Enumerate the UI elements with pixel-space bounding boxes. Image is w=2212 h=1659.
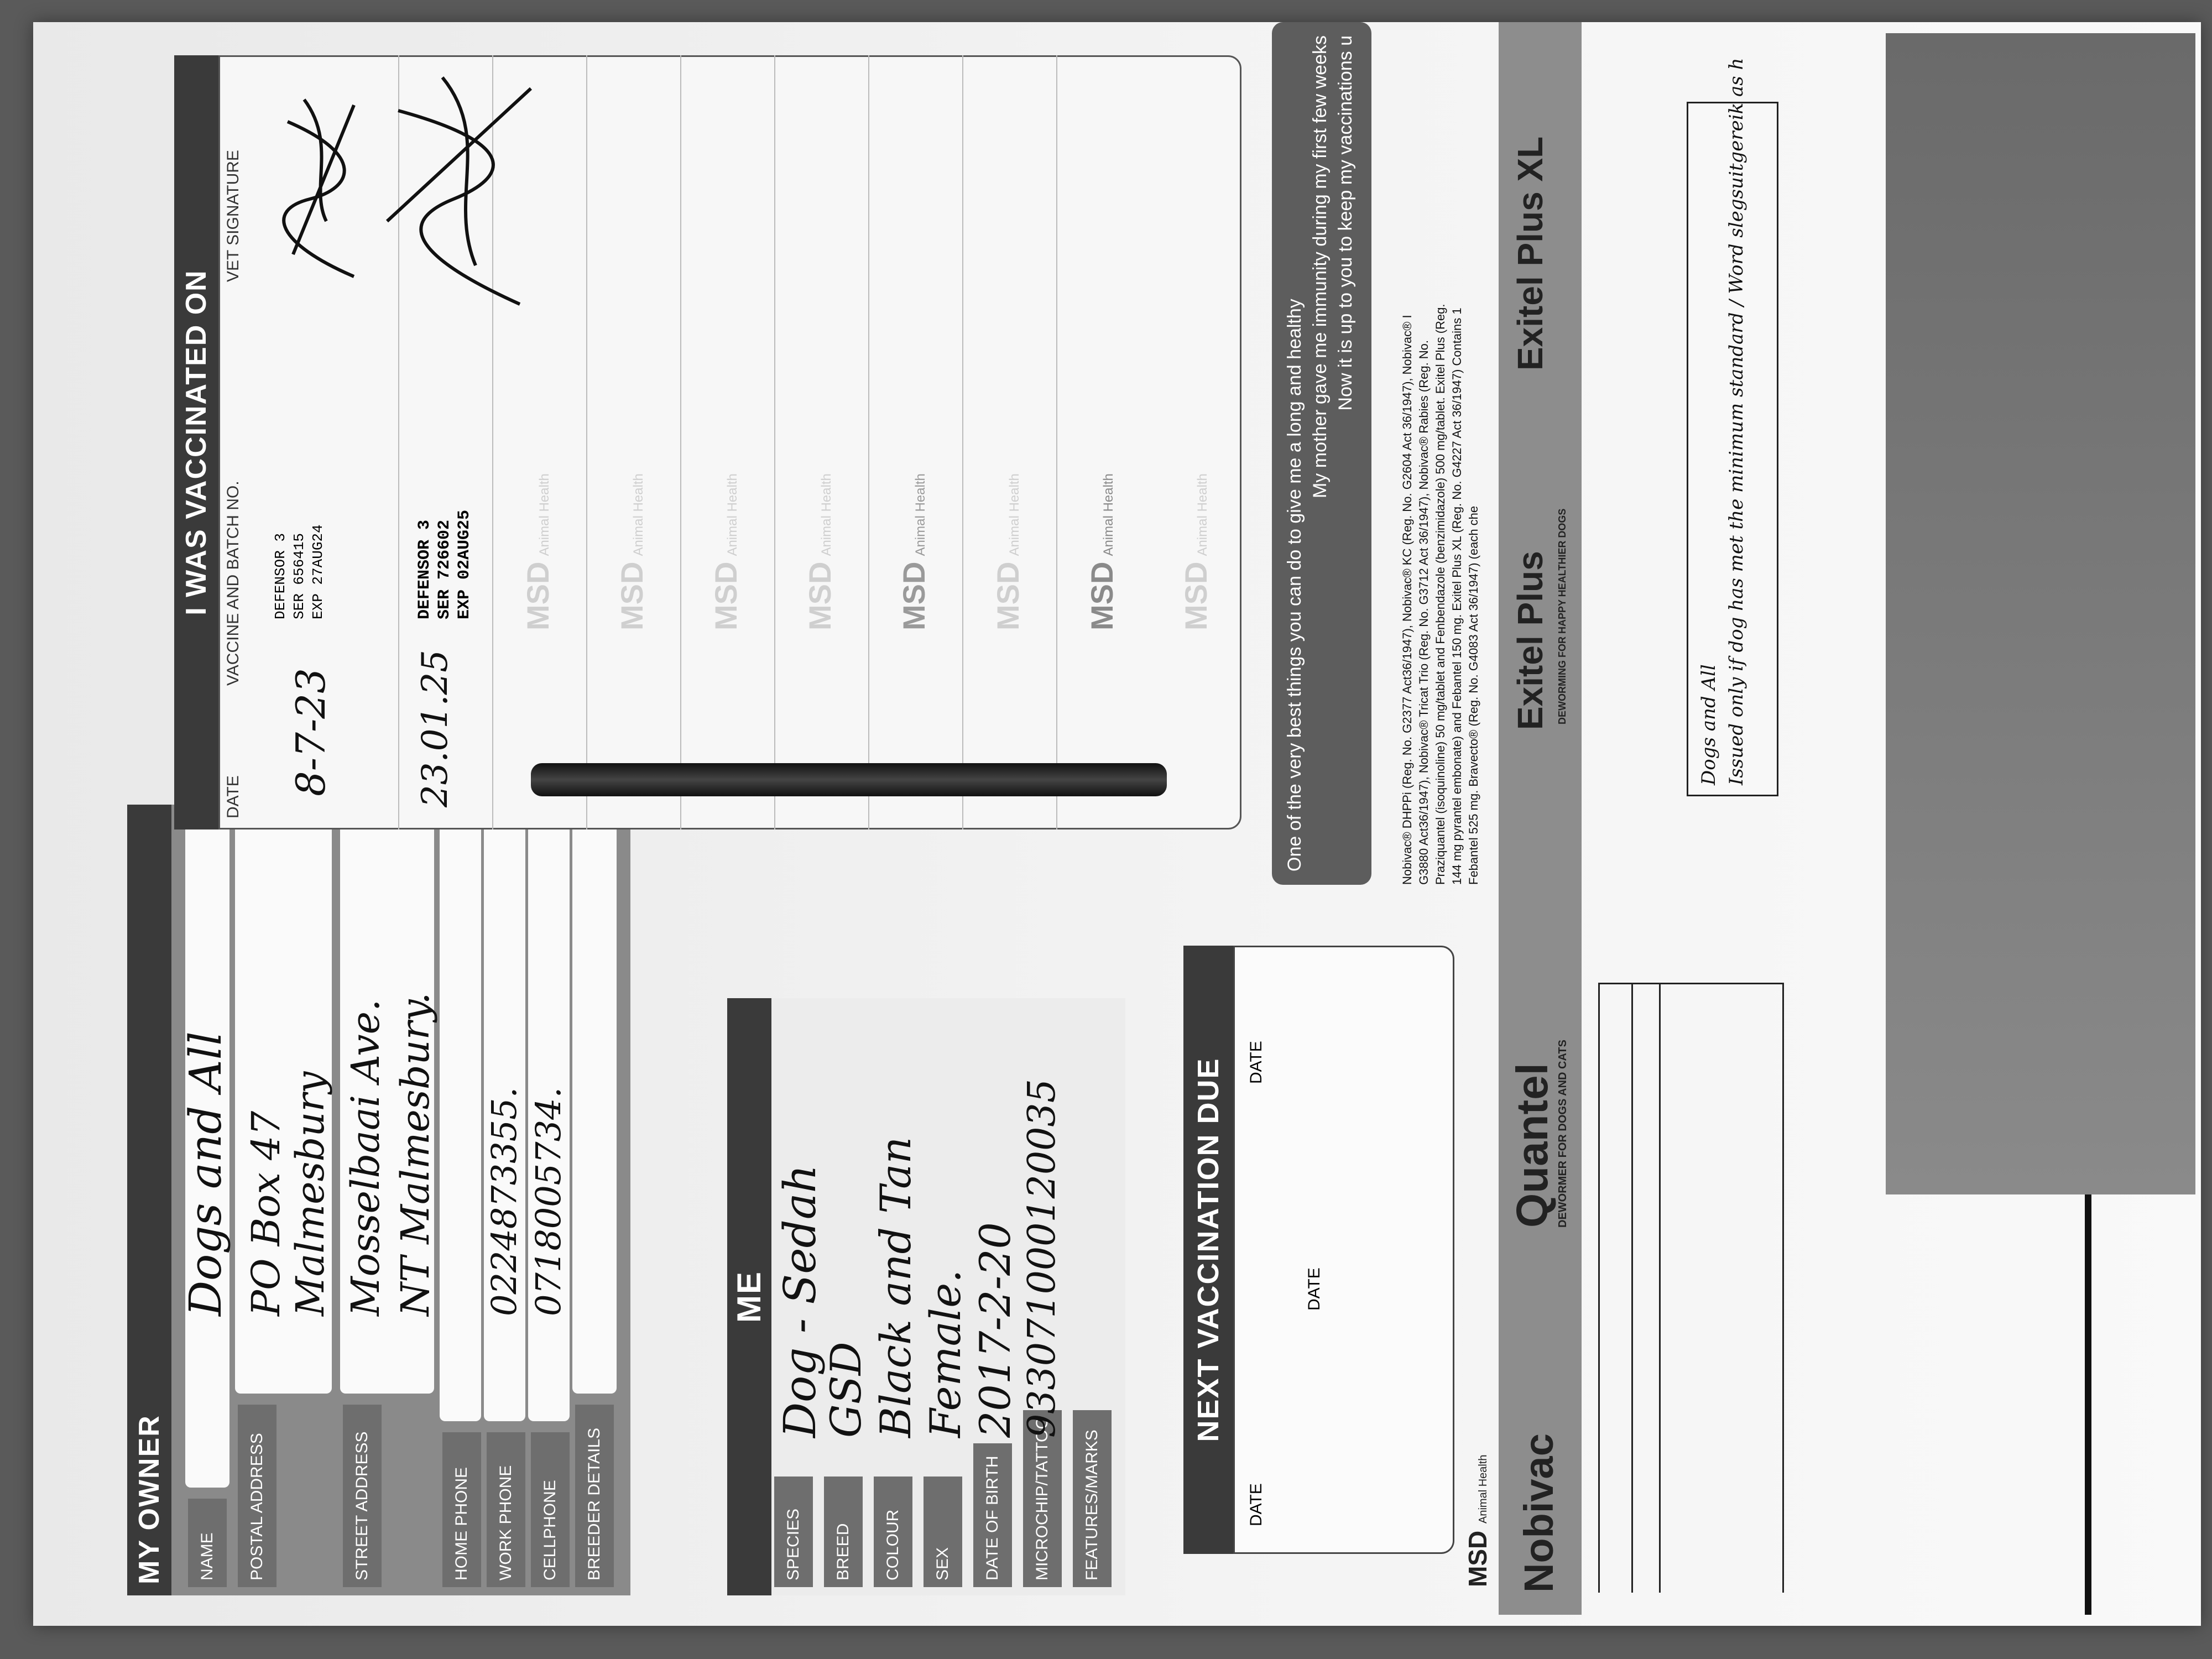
owner-label-street: STREET ADDRESS bbox=[343, 1405, 382, 1587]
note-line-1: One of the very best things you can do t… bbox=[1284, 299, 1305, 872]
scanner-shadow bbox=[1886, 33, 2195, 1194]
vacc-row-divider bbox=[680, 55, 681, 830]
me-species-value: Dog - Sedah bbox=[774, 1165, 826, 1438]
fine-print-line: 144 mg pyrantel embonate) and Febantel 1… bbox=[1450, 307, 1464, 885]
owner-field-home-phone bbox=[440, 824, 481, 1421]
fine-print-line: Praziquantel (isoquinoline) 50 mg/tablet… bbox=[1433, 304, 1447, 885]
scanned-page: MY OWNER NAME POSTAL ADDRESS STREET ADDR… bbox=[33, 22, 2201, 1626]
form-grid-line bbox=[1659, 984, 1661, 1593]
owner-street-line2: NT Malmesbury. bbox=[393, 992, 438, 1316]
vacc-row-divider bbox=[868, 55, 869, 830]
msd-stamp: MSDAnimal Health bbox=[614, 473, 649, 630]
note-line-3: Now it is up to you to keep my vaccinati… bbox=[1335, 35, 1356, 411]
stamp-line-2: Issued only if dog has met the minimum s… bbox=[1725, 58, 1747, 785]
fine-print-line: Nobivac® DHPPi (Reg. No. G2377 Act36/194… bbox=[1400, 315, 1414, 885]
msd-stamp: MSDAnimal Health bbox=[708, 473, 743, 630]
next-due-date-label-mid: DATE bbox=[1305, 1267, 1323, 1311]
col-signature-label: VET SIGNATURE bbox=[224, 150, 242, 282]
me-label-breed: BREED bbox=[824, 1477, 863, 1587]
vaccinated-header: I WAS VACCINATED ON bbox=[174, 55, 218, 830]
msd-stamp: MSDAnimal Health bbox=[520, 473, 555, 630]
vet-signature-2 bbox=[385, 76, 533, 306]
owner-label-name: NAME bbox=[188, 1499, 227, 1587]
vacc-row-divider bbox=[1056, 55, 1057, 830]
col-date-label: DATE bbox=[224, 775, 242, 818]
vacc-row2-batch: SER 726602 bbox=[435, 519, 454, 619]
vacc-row2-date: 23.01.25 bbox=[415, 650, 456, 807]
fine-print: Nobivac® DHPPi (Reg. No. G2377 Act36/194… bbox=[1399, 22, 1482, 885]
me-label-colour: COLOUR bbox=[874, 1477, 912, 1587]
vacc-row2-name: DEFENSOR 3 bbox=[415, 519, 434, 619]
owner-label-breeder: BREEDER DETAILS bbox=[575, 1405, 614, 1587]
exitel-tagline: DEWORMING FOR HAPPY HEALTHIER DOGS bbox=[1557, 508, 1568, 724]
vacc-row1-date: 8-7-23 bbox=[288, 668, 334, 796]
msd-logo: MSD Animal Health bbox=[1463, 1454, 1492, 1587]
next-due-header: NEXT VACCINATION DUE bbox=[1183, 946, 1233, 1554]
me-sex-value: Female. bbox=[921, 1269, 970, 1438]
form-grid-line bbox=[1631, 984, 1633, 1593]
nobivac-logo: Nobivac bbox=[1516, 1433, 1562, 1593]
vacc-row1-vaccine: DEFENSOR 3 SER 656415 EXP 27AUG24 bbox=[271, 524, 327, 619]
exitel-plus-xl-logo: Exitel Plus XL bbox=[1510, 136, 1550, 371]
vacc-row2-exp: EXP 02AUG25 bbox=[455, 509, 474, 619]
me-colour-value: Black and Tan bbox=[871, 1136, 920, 1438]
my-owner-header: MY OWNER bbox=[127, 805, 171, 1595]
info-note: One of the very best things you can do t… bbox=[1272, 22, 1371, 885]
owner-label-home-phone: HOME PHONE bbox=[442, 1432, 481, 1587]
vacc-row-divider bbox=[962, 55, 963, 830]
fine-print-line: G3880 Act36/1947), Nobivac® Tricat Trio … bbox=[1417, 340, 1431, 885]
me-header: ME bbox=[727, 998, 771, 1595]
next-due-date-label-right: DATE bbox=[1247, 1041, 1265, 1084]
vacc-row1-exp: EXP 27AUG24 bbox=[310, 524, 326, 619]
me-microchip-value: 933071000120035 bbox=[1020, 1079, 1064, 1438]
msd-stamp: MSDAnimal Health bbox=[1084, 473, 1119, 630]
vaccination-card: MY OWNER NAME POSTAL ADDRESS STREET ADDR… bbox=[33, 22, 2201, 1626]
quantel-tagline: DEWORMER FOR DOGS AND CATS bbox=[1557, 1040, 1569, 1228]
owner-label-cellphone: CELLPHONE bbox=[531, 1432, 570, 1587]
stamp-line-1: Dogs and All bbox=[1698, 664, 1720, 785]
vacc-row2-vaccine: DEFENSOR 3 SER 726602 EXP 02AUG25 bbox=[415, 510, 474, 619]
me-label-sex: SEX bbox=[924, 1477, 962, 1587]
owner-field-breeder bbox=[572, 824, 617, 1394]
vacc-row-divider bbox=[774, 55, 775, 830]
vacc-row-divider bbox=[586, 55, 587, 830]
owner-work-phone-value: 0224873355. bbox=[484, 1087, 524, 1316]
me-label-dob: DATE OF BIRTH bbox=[973, 1443, 1012, 1587]
exitel-plus-logo: Exitel Plus bbox=[1510, 551, 1550, 730]
owner-postal-line2: Malmesbury bbox=[288, 1071, 333, 1316]
note-line-2: My mother gave me immunity during my fir… bbox=[1310, 35, 1331, 499]
msd-stamp: MSDAnimal Health bbox=[896, 473, 931, 630]
form-grid bbox=[1598, 983, 1784, 1593]
vacc-row1-batch: SER 656415 bbox=[291, 533, 307, 619]
pen bbox=[531, 763, 1167, 796]
owner-street-line1: Mosselbaai Ave. bbox=[343, 999, 388, 1316]
me-label-species: SPECIES bbox=[774, 1477, 813, 1587]
vet-signature-1 bbox=[282, 98, 356, 278]
me-dob-value: 2017-2-20 bbox=[971, 1222, 1020, 1438]
owner-label-postal: POSTAL ADDRESS bbox=[238, 1405, 276, 1587]
fine-print-line: Febantel 525 mg. Bravecto® (Reg. No. G40… bbox=[1467, 505, 1480, 885]
next-due-panel bbox=[1233, 946, 1454, 1554]
owner-label-work-phone: WORK PHONE bbox=[487, 1432, 525, 1587]
msd-stamp: MSDAnimal Health bbox=[1178, 473, 1213, 630]
owner-postal-line1: PO Box 47 bbox=[243, 1110, 289, 1316]
me-label-features: FEATURES/MARKS bbox=[1073, 1410, 1112, 1587]
next-due-date-label-left: DATE bbox=[1247, 1483, 1265, 1526]
msd-stamp: MSDAnimal Health bbox=[802, 473, 837, 630]
col-vaccine-label: VACCINE AND BATCH NO. bbox=[224, 481, 242, 686]
quantel-logo: Quantel bbox=[1507, 1063, 1557, 1228]
owner-cellphone-value: 0718005734. bbox=[528, 1087, 568, 1316]
owner-name-value: Dogs and All bbox=[180, 1031, 231, 1316]
msd-stamp: MSDAnimal Health bbox=[990, 473, 1025, 630]
vacc-row1-name: DEFENSOR 3 bbox=[272, 533, 289, 619]
me-breed-value: GSD bbox=[821, 1342, 870, 1438]
